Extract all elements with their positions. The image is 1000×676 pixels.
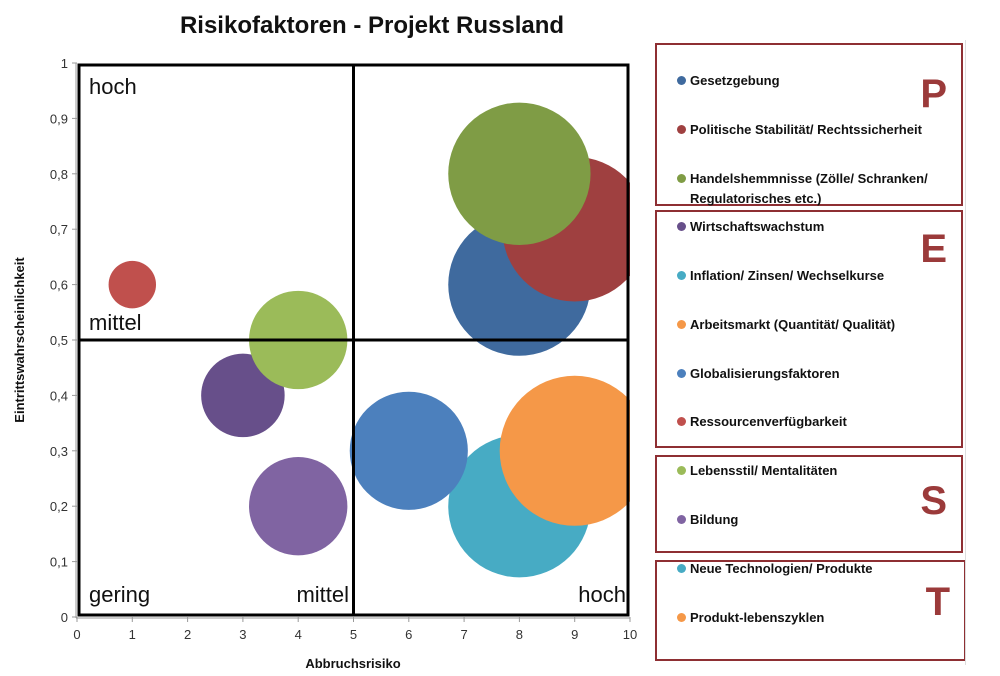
legend-marker-icon — [677, 369, 686, 378]
legend-marker-icon — [677, 271, 686, 280]
legend-group-t: T — [655, 560, 966, 661]
y-axis-label: Eintrittswahrscheinlichkeit — [12, 257, 27, 423]
chart-title: Risikofaktoren - Projekt Russland — [180, 12, 564, 39]
legend-item[interactable]: Globalisierungsfaktoren — [677, 364, 840, 384]
legend-marker-icon — [677, 125, 686, 134]
legend-label: Gesetzgebung — [690, 73, 780, 88]
divider — [965, 40, 966, 665]
x-tick-label: 0 — [73, 627, 80, 642]
legend-item[interactable]: Lebensstil/ Mentalitäten — [677, 461, 837, 481]
legend-group-s: S — [655, 455, 963, 553]
y-tick-label: 0,6 — [50, 278, 68, 293]
y-tick-label: 0,4 — [50, 388, 68, 403]
x-tick-label: 6 — [405, 627, 412, 642]
group-letter: S — [920, 479, 947, 523]
bubble-7[interactable] — [108, 260, 157, 309]
x-tick-label: 2 — [184, 627, 191, 642]
x-axis-label: Abbruchsrisiko — [305, 656, 400, 671]
group-letter: T — [925, 580, 950, 624]
legend-label: Handelshemmnisse (Zölle/ Schranken/ Regu… — [690, 171, 928, 206]
x-tick-label: 4 — [295, 627, 302, 642]
bubble-5[interactable] — [499, 375, 650, 526]
bubble-chart: Risikofaktoren - Projekt Russland 0 1 2 3 4 5… — [12, 12, 650, 671]
legend-item[interactable]: Bildung — [677, 510, 738, 530]
y-tick-label: 0,5 — [50, 333, 68, 348]
bubble-2[interactable] — [448, 102, 591, 245]
legend-item[interactable]: Produkt-lebenszyklen — [677, 608, 824, 628]
legend-label: Produkt-lebenszyklen — [690, 610, 825, 625]
legend-item[interactable]: Arbeitsmarkt (Quantität/ Qualität) — [677, 315, 895, 335]
legend-label: Neue Technologien/ Produkte — [690, 561, 873, 576]
legend-label: Ressourcenverfügbarkeit — [690, 414, 847, 429]
x-tick-label: 7 — [460, 627, 467, 642]
y-tick-label: 0,9 — [50, 111, 68, 126]
legend-item[interactable]: Gesetzgebung — [677, 71, 780, 91]
legend-marker-icon — [677, 466, 686, 475]
legend-marker-icon — [677, 222, 686, 231]
y-tick-label: 0,7 — [50, 222, 68, 237]
legend-item[interactable]: Neue Technologien/ Produkte — [677, 559, 873, 579]
legend-group-e: E — [655, 210, 963, 448]
x-tick-label: 10 — [623, 627, 637, 642]
quadrant-label-bottom-left: gering — [89, 582, 150, 607]
legend-label: Lebensstil/ Mentalitäten — [690, 463, 838, 478]
x-tick-label: 8 — [516, 627, 523, 642]
quadrant-label-mid-left: mittel — [89, 310, 142, 335]
legend-item[interactable]: Inflation/ Zinsen/ Wechselkurse — [677, 266, 884, 286]
y-tick-label: 1 — [61, 56, 68, 71]
legend-item[interactable]: Ressourcenverfügbarkeit — [677, 412, 847, 432]
legend-label: Politische Stabilität/ Rechtssicherheit — [690, 122, 922, 137]
y-tick-label: 0,1 — [50, 555, 68, 570]
x-tick-label: 5 — [350, 627, 357, 642]
y-tick-label: 0,2 — [50, 499, 68, 514]
legend-marker-icon — [677, 564, 686, 573]
x-tick-label: 1 — [129, 627, 136, 642]
group-letter: P — [920, 72, 947, 116]
quadrant-label-top-left: hoch — [89, 74, 137, 99]
x-tick-label: 9 — [571, 627, 578, 642]
legend-label: Inflation/ Zinsen/ Wechselkurse — [690, 268, 885, 283]
legend-label: Arbeitsmarkt (Quantität/ Qualität) — [690, 317, 896, 332]
group-letter: E — [920, 227, 947, 271]
legend-marker-icon — [677, 613, 686, 622]
y-tick-label: 0,8 — [50, 167, 68, 182]
legend-label: Bildung — [690, 512, 739, 527]
bubble-9[interactable] — [249, 457, 348, 556]
legend-label: Globalisierungsfaktoren — [690, 366, 840, 381]
quadrant-label-bottom-mid: mittel — [296, 582, 349, 607]
y-tick-label: 0 — [61, 610, 68, 625]
x-tick-label: 3 — [239, 627, 246, 642]
legend-label: Wirtschaftswachstum — [690, 219, 825, 234]
legend-marker-icon — [677, 515, 686, 524]
legend-item[interactable]: Politische Stabilität/ Rechtssicherheit — [677, 120, 922, 140]
quadrant-label-bottom-right: hoch — [578, 582, 626, 607]
legend-item[interactable]: Handelshemmnisse (Zölle/ Schranken/ Regu… — [677, 169, 975, 209]
legend-marker-icon — [677, 417, 686, 426]
y-tick-label: 0,3 — [50, 444, 68, 459]
bubble-6[interactable] — [349, 391, 468, 510]
legend-group-p: P — [655, 43, 963, 206]
legend-item[interactable]: Wirtschaftswachstum — [677, 217, 824, 237]
legend-marker-icon — [677, 320, 686, 329]
legend-marker-icon — [677, 174, 686, 183]
legend-marker-icon — [677, 76, 686, 85]
